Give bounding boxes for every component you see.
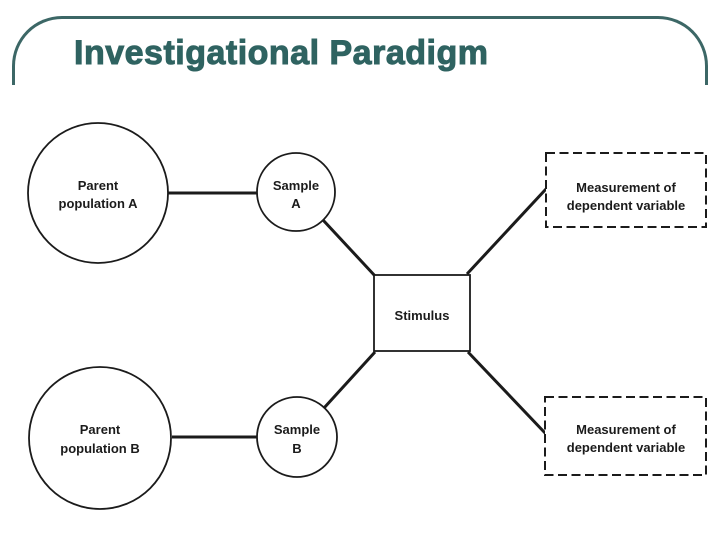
sample-b-circle	[256, 396, 338, 478]
connector-stimulus-to-measurement-b	[466, 350, 548, 436]
measurement-a-label-line1: Measurement of	[576, 180, 676, 195]
connector-stimulus-to-measurement-a	[465, 187, 548, 276]
parent-population-b-label-line2: population B	[60, 441, 139, 456]
parent-population-a-circle	[27, 122, 169, 264]
sample-b-label-line2: B	[292, 441, 301, 456]
parent-population-a-label-line2: population A	[59, 196, 139, 211]
parent-population-a-label-line1: Parent	[78, 178, 119, 193]
slide-title: Investigational Paradigm	[73, 34, 489, 73]
sample-a-label-line1: Sample	[273, 178, 319, 193]
measurement-b-label-line2: dependent variable	[567, 440, 685, 455]
stimulus-box	[373, 274, 471, 352]
parent-population-b-label-line1: Parent	[80, 422, 121, 437]
stimulus-label: Stimulus	[395, 308, 450, 323]
sample-a-circle	[256, 152, 336, 232]
measurement-dependent-variable-b-box	[544, 396, 707, 476]
parent-population-b-circle	[28, 366, 172, 510]
connector-sample-b-to-stimulus	[322, 350, 377, 410]
connector-sample-a-to-stimulus	[321, 218, 378, 279]
sample-b-label-line1: Sample	[274, 422, 320, 437]
measurement-dependent-variable-a-box	[545, 152, 707, 228]
sample-a-label-line2: A	[291, 196, 301, 211]
measurement-b-label-line1: Measurement of	[576, 422, 676, 437]
measurement-a-label-line2: dependent variable	[567, 198, 685, 213]
